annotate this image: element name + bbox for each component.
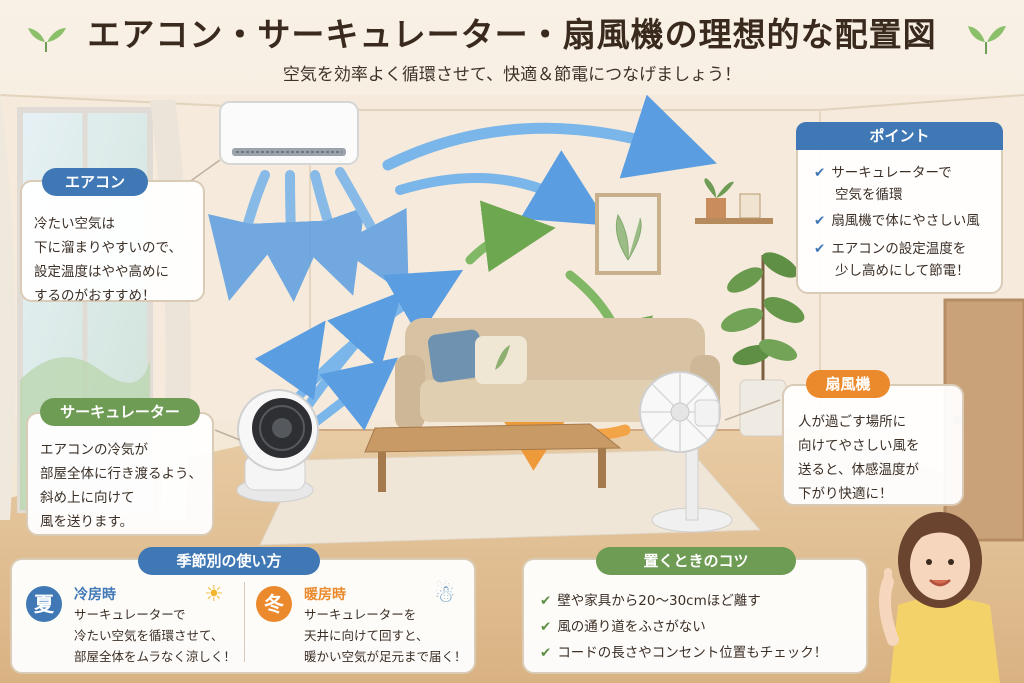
summer-text: サーキュレーターで 冷たい空気を循環させて、 部屋全体をムラなく涼しく！ xyxy=(74,607,236,664)
guide-woman xyxy=(878,512,1000,683)
circulator-line-3: 斜め上に向けて xyxy=(40,490,135,506)
aircon-label: エアコン xyxy=(42,168,148,196)
circulator-label: サーキュレーター xyxy=(40,398,200,426)
aircon-line-2: 下に溜まりやすいので、 xyxy=(34,240,182,256)
sprout-icon-left xyxy=(28,28,66,52)
tips-panel: ✔壁や家具から20～30cmほど離す ✔風の通り道をふさがない ✔コードの長さや… xyxy=(522,558,868,674)
point-item-3: ✔エアコンの設定温度を 少し高めにして節電！ xyxy=(814,241,970,279)
aircon-line-1: 冷たい空気は xyxy=(34,216,115,232)
winter-badge: 冬 xyxy=(256,586,292,622)
winter-title: 暖房時 xyxy=(304,587,346,603)
fan-line-4: 下がり快適に！ xyxy=(798,486,893,502)
electric-fan-device xyxy=(639,371,733,533)
circulator-device xyxy=(236,389,319,503)
winter-text: サーキュレーターを 天井に向けて回すと、 暖かい空気が足元まで届く！ xyxy=(304,607,467,664)
sprout-icon-right xyxy=(968,26,1006,54)
tip-item-1: ✔壁や家具から20～30cmほど離す xyxy=(540,593,761,609)
points-panel: ポイント ✔サーキュレーターで 空気を循環 ✔扇風機で体にやさしい風 ✔エアコン… xyxy=(796,122,1003,294)
fan-label: 扇風機 xyxy=(806,370,890,398)
page-title: エアコン・サーキュレーター・扇風機の理想的な配置図 xyxy=(87,15,937,54)
aircon-callout: 冷たい空気は 下に溜まりやすいので、 設定温度はやや高めに するのがおすすめ！ xyxy=(20,180,205,304)
circulator-line-4: 風を送ります。 xyxy=(40,514,134,530)
check-icon: ✔ xyxy=(814,213,826,229)
fan-callout: 人が過ごす場所に 向けてやさしい風を 送ると、体感温度が 下がり快適に！ xyxy=(782,384,964,506)
tip-item-2: ✔風の通り道をふさがない xyxy=(540,619,706,635)
check-icon: ✔ xyxy=(540,593,552,609)
coffee-table xyxy=(364,423,622,492)
sofa xyxy=(395,318,720,430)
point-item-2: ✔扇風機で体にやさしい風 xyxy=(814,213,980,229)
circulator-line-2: 部屋全体に行き渡るよう、 xyxy=(40,466,202,482)
fan-line-2: 向けてやさしい風を xyxy=(798,438,920,454)
potted-plant xyxy=(721,252,805,437)
fan-line-3: 送ると、体感温度が xyxy=(798,462,919,478)
snowman-icon: ☃ xyxy=(434,580,456,608)
cool-air-arrows xyxy=(208,167,409,302)
check-icon: ✔ xyxy=(540,645,552,661)
page-subtitle: 空気を効率よく循環させて、快適＆節電につなげましょう！ xyxy=(282,65,742,85)
aircon-line-4: するのがおすすめ！ xyxy=(34,288,156,304)
wall-picture xyxy=(595,193,661,275)
circulator-callout: エアコンの冷気が 部屋全体に行き渡るよう、 斜め上に向けて 風を送ります。 xyxy=(26,412,214,536)
points-label: ポイント xyxy=(796,122,1003,150)
check-icon: ✔ xyxy=(540,619,552,635)
sun-icon: ☀ xyxy=(204,582,224,607)
seasons-label: 季節別の使い方 xyxy=(138,547,320,575)
summer-badge: 夏 xyxy=(26,586,62,622)
check-icon: ✔ xyxy=(814,241,826,257)
circulator-airflow-arrows xyxy=(254,269,464,431)
check-icon: ✔ xyxy=(814,165,826,181)
tip-item-3: ✔コードの長さやコンセント位置もチェック！ xyxy=(540,645,828,661)
air-conditioner-unit xyxy=(219,101,359,165)
fan-line-1: 人が過ごす場所に xyxy=(798,414,907,430)
wall-shelf xyxy=(695,178,773,224)
summer-title: 冷房時 xyxy=(74,587,116,603)
point-item-1: ✔サーキュレーターで 空気を循環 xyxy=(814,165,952,203)
tips-label: 置くときのコツ xyxy=(596,547,796,575)
circulator-line-1: エアコンの冷気が xyxy=(40,442,148,458)
aircon-line-3: 設定温度はやや高めに xyxy=(34,264,169,280)
seasons-panel: 夏 冷房時 ☀ サーキュレーターで 冷たい空気を循環させて、 部屋全体をムラなく… xyxy=(10,558,476,674)
